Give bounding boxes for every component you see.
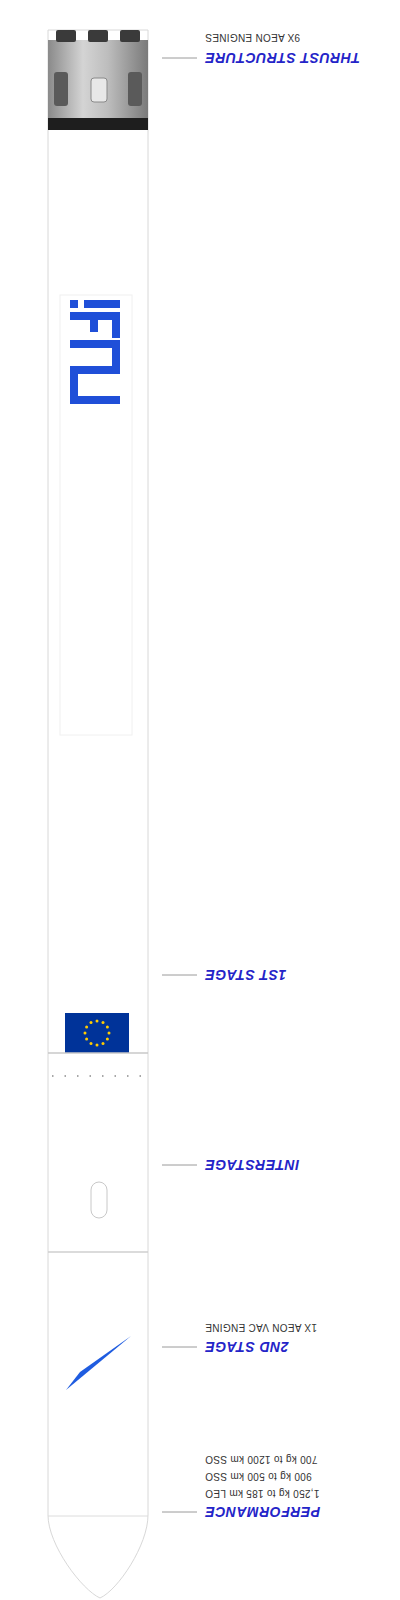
black-band bbox=[48, 118, 148, 130]
section-heading: 2ND STAGE bbox=[205, 1339, 393, 1354]
spec-note: 700 kg to 1200 km SSO bbox=[205, 1454, 393, 1465]
spec-note: 9X AEON ENGINES bbox=[205, 32, 393, 43]
section-heading: THRUST STRUCTURE bbox=[205, 50, 393, 65]
rocket-body bbox=[48, 30, 148, 1598]
section-heading: PERFORMANCE bbox=[205, 1504, 393, 1519]
swoosh-logo bbox=[66, 1336, 131, 1390]
section-heading: 1ST STAGE bbox=[205, 967, 393, 982]
leader-lines bbox=[162, 58, 197, 1512]
spec-note: 1,250 kg to 185 km LEO bbox=[205, 1488, 393, 1499]
rivet-row bbox=[52, 1075, 146, 1077]
spec-note: 1X AEON VAC ENGINE bbox=[205, 1322, 393, 1333]
stage-seam bbox=[48, 1052, 148, 1054]
logo-panel bbox=[60, 295, 132, 735]
engine-nozzles bbox=[56, 30, 140, 42]
thrust-details bbox=[54, 72, 142, 106]
stage-seam bbox=[48, 1251, 148, 1253]
interstage-window bbox=[91, 1182, 107, 1218]
fairing-seam bbox=[48, 1516, 148, 1517]
eu-flag bbox=[65, 1013, 129, 1053]
section-heading: INTERSTAGE bbox=[205, 1157, 393, 1172]
eu-stars bbox=[84, 1020, 111, 1047]
spec-note: 900 kg to 500 km SSO bbox=[205, 1471, 393, 1482]
logo-mark bbox=[70, 300, 120, 404]
thrust-structure bbox=[48, 40, 148, 118]
